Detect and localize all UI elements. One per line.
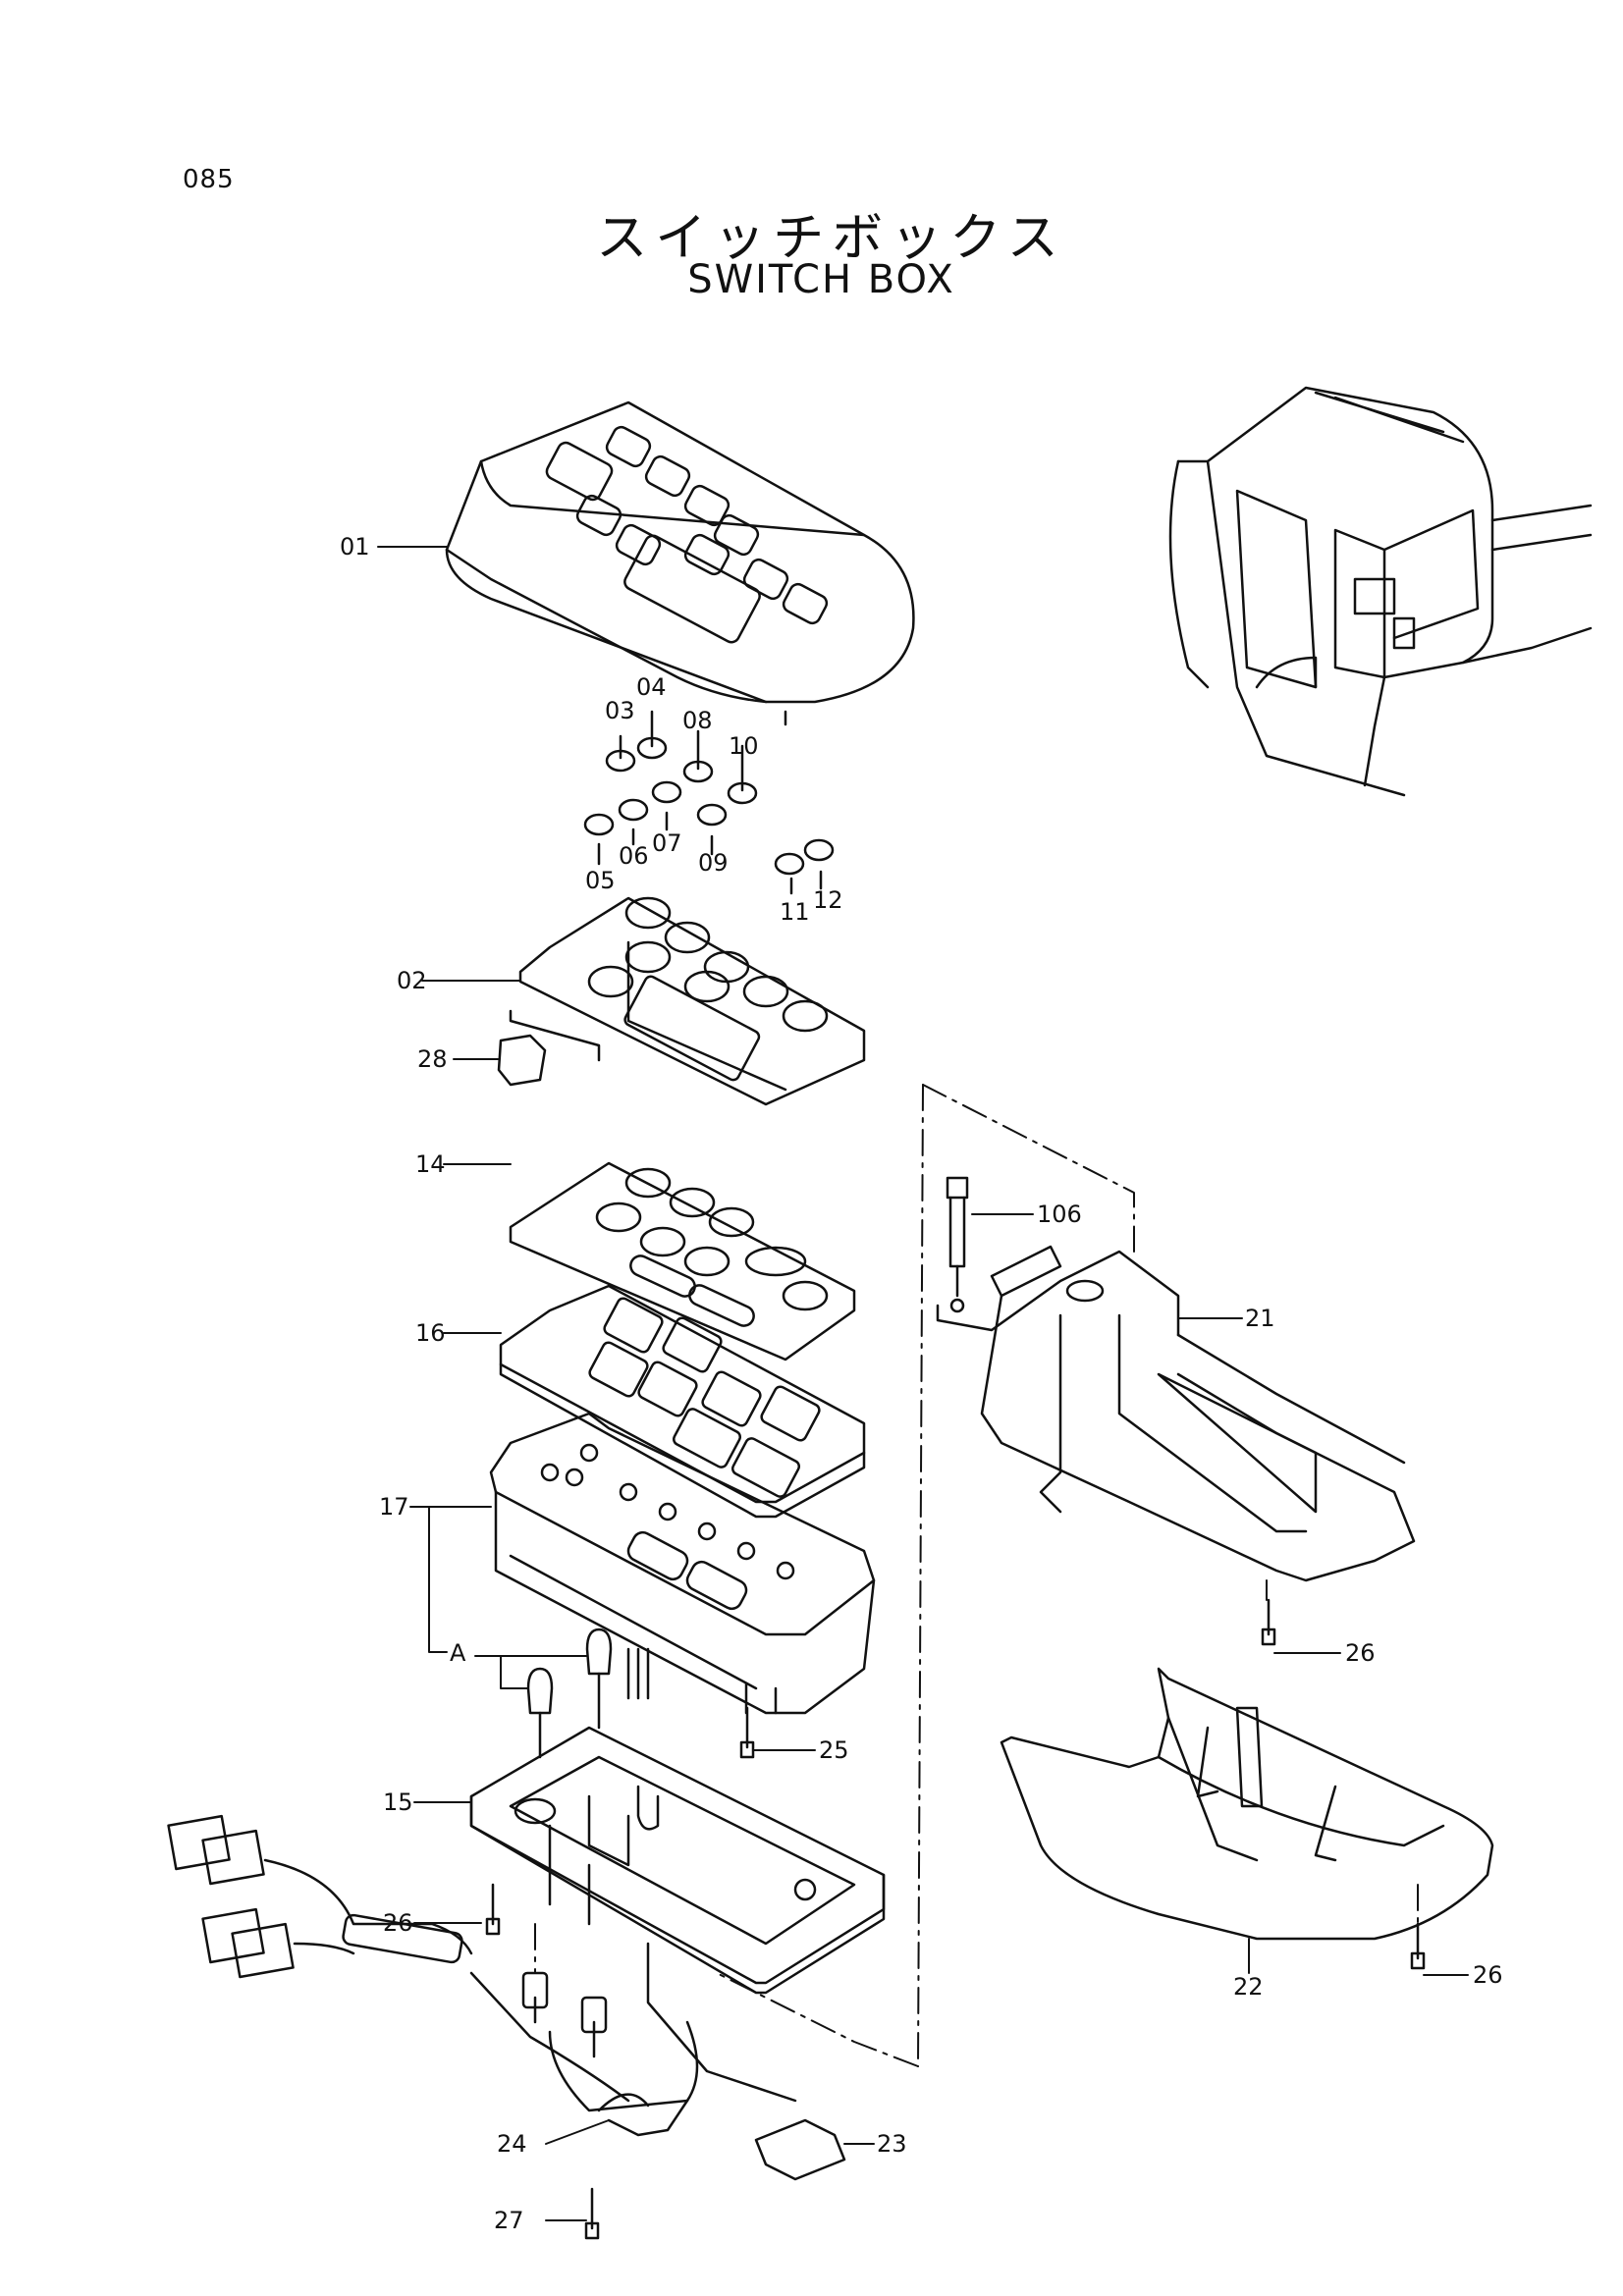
part-15-case bbox=[469, 1726, 886, 1995]
switch-caps-03-12 bbox=[583, 710, 835, 895]
callout-25: 25 bbox=[819, 1736, 849, 1764]
callout-02: 02 bbox=[397, 967, 427, 994]
callout-01: 01 bbox=[340, 533, 370, 561]
part-106-bolt bbox=[946, 1176, 969, 1298]
part-28-cap bbox=[497, 1009, 601, 1087]
diagram-title-japanese: スイッチボックス bbox=[596, 209, 1066, 268]
callout-23: 23 bbox=[877, 2130, 907, 2158]
screws bbox=[485, 1598, 1426, 2240]
callout-07: 07 bbox=[652, 829, 682, 857]
callout-16: 16 bbox=[415, 1319, 446, 1347]
callout-A: A bbox=[450, 1639, 466, 1667]
callout-12: 12 bbox=[813, 886, 843, 914]
callout-14: 14 bbox=[415, 1150, 446, 1178]
page-number: 085 bbox=[183, 165, 235, 194]
leader-lines bbox=[377, 546, 1469, 2221]
callout-26-case: 26 bbox=[383, 1909, 413, 1937]
callout-28: 28 bbox=[417, 1045, 448, 1073]
callout-21: 21 bbox=[1245, 1305, 1275, 1332]
callout-10: 10 bbox=[729, 732, 759, 760]
callout-09: 09 bbox=[698, 849, 729, 877]
part-A-bulbs bbox=[526, 1628, 613, 1759]
callout-06: 06 bbox=[619, 842, 649, 870]
part-22-rear-cover bbox=[1000, 1667, 1494, 1941]
callout-15: 15 bbox=[383, 1789, 413, 1816]
callout-24: 24 bbox=[497, 2130, 527, 2158]
callout-08: 08 bbox=[682, 707, 713, 734]
part-24-wire-harness bbox=[167, 1814, 699, 2137]
callout-27: 27 bbox=[494, 2207, 524, 2234]
callout-04: 04 bbox=[636, 673, 667, 701]
callout-106: 106 bbox=[1037, 1201, 1082, 1228]
cab-location-inset bbox=[1168, 386, 1593, 797]
callout-17: 17 bbox=[379, 1493, 409, 1521]
part-02-rubber-pad bbox=[518, 896, 866, 1106]
callout-22: 22 bbox=[1233, 1973, 1264, 2001]
callout-03: 03 bbox=[605, 697, 635, 724]
part-14-contact-sheet bbox=[509, 1161, 856, 1362]
part-21-bracket bbox=[936, 1245, 1416, 1582]
part-16-switch-frame bbox=[499, 1284, 866, 1519]
callout-05: 05 bbox=[585, 867, 616, 894]
callout-26-bracket: 26 bbox=[1345, 1639, 1376, 1667]
callout-26-cover: 26 bbox=[1473, 1961, 1503, 1989]
alignment-lines bbox=[534, 1084, 1419, 2067]
part-23-cap bbox=[646, 1942, 846, 2181]
callout-11: 11 bbox=[780, 898, 810, 926]
part-01-switch-cover bbox=[445, 400, 915, 726]
diagram-title-english: SWITCH BOX bbox=[687, 257, 955, 302]
part-17-circuit-board bbox=[489, 1412, 876, 1715]
